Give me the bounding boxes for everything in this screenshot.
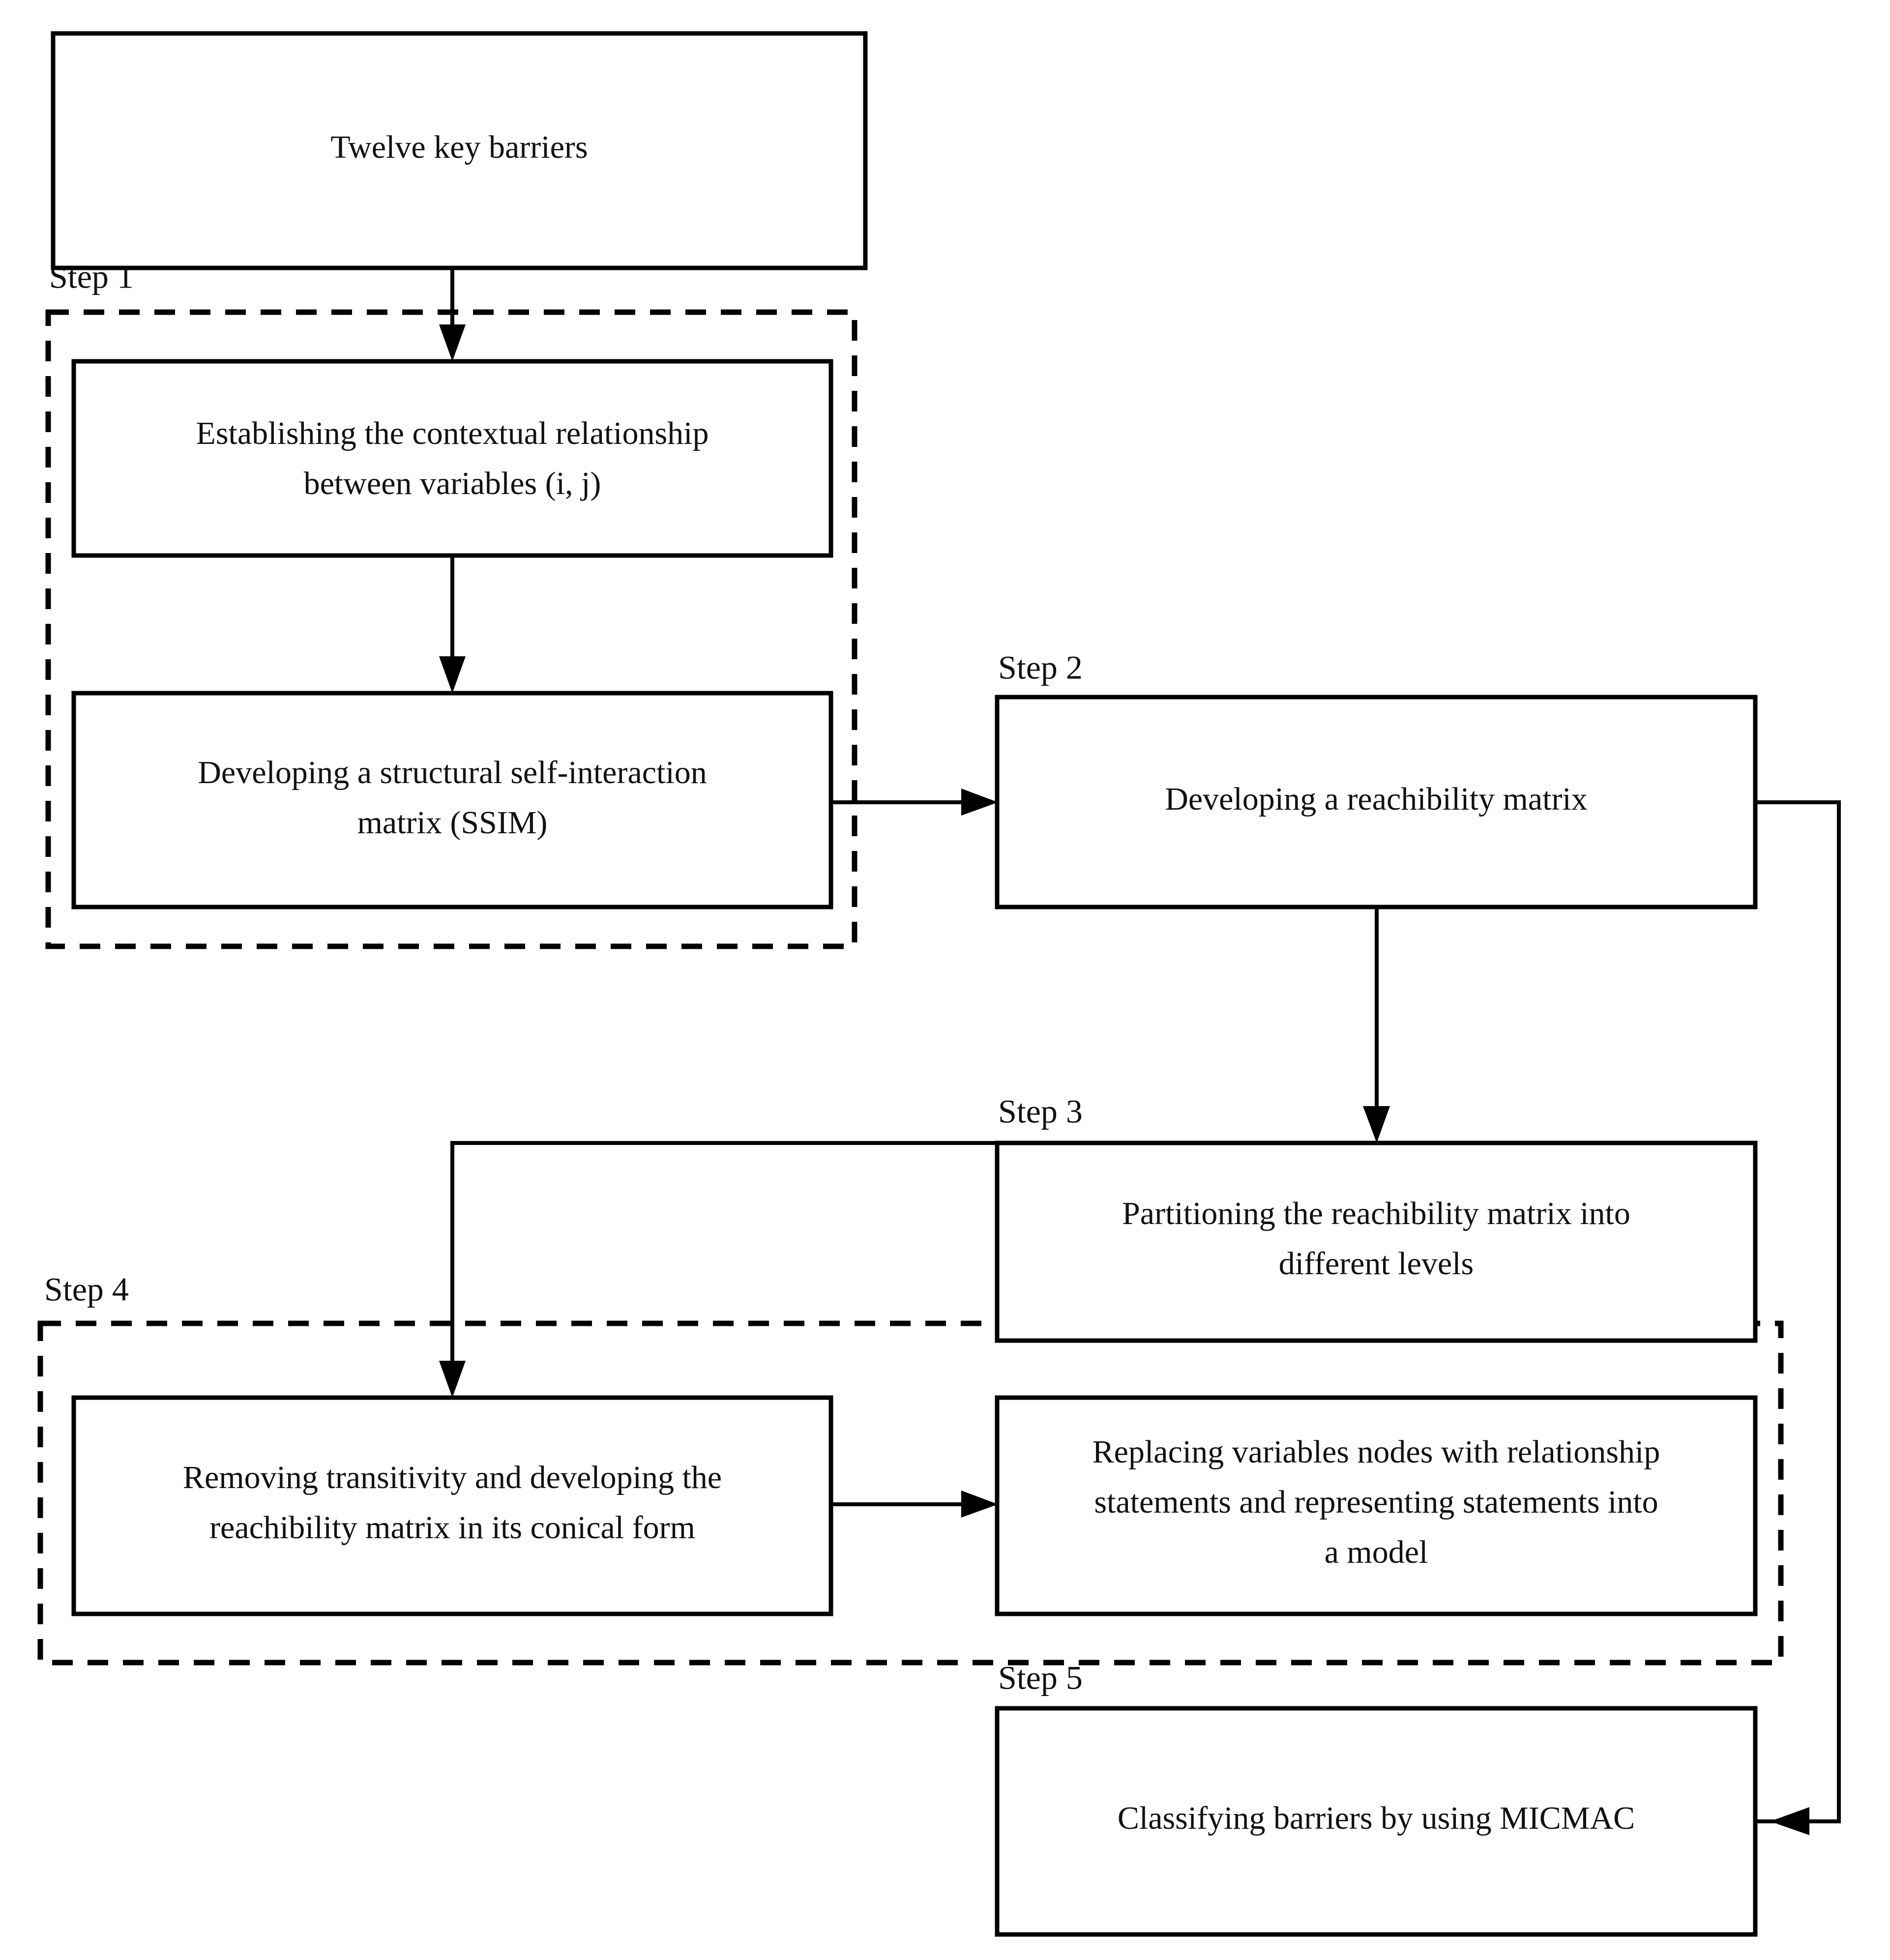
node-micmac-box[interactable] bbox=[995, 1706, 1758, 1937]
node-model-line3: a model bbox=[1325, 1534, 1428, 1570]
step3-label: Step 3 bbox=[998, 1093, 1083, 1130]
step2-label: Step 2 bbox=[998, 649, 1083, 686]
node-contextual-relationship[interactable]: Establishing the contextual relationship… bbox=[71, 359, 833, 558]
node-ssim-line2: matrix (SSIM) bbox=[357, 805, 548, 841]
node-contextual-relationship-box[interactable] bbox=[71, 359, 833, 558]
node-reachability-matrix-label: Developing a reachibility matrix bbox=[1165, 781, 1588, 817]
arrowhead-conical-to-model bbox=[961, 1491, 998, 1518]
node-conical-form-line2: reachibility matrix in its conical form bbox=[209, 1510, 695, 1546]
arrowhead-reachability-to-micmac bbox=[1770, 1807, 1809, 1835]
arrowhead-input-to-contextual bbox=[439, 324, 466, 361]
arrowhead-ssim-to-reachability bbox=[961, 789, 998, 816]
node-reachability-matrix-box[interactable] bbox=[995, 695, 1758, 909]
node-model-line2: statements and representing statements i… bbox=[1094, 1484, 1658, 1520]
node-twelve-key-barriers-box[interactable] bbox=[51, 31, 868, 270]
node-partitioning-line1: Partitioning the reachibility matrix int… bbox=[1122, 1196, 1630, 1231]
node-model[interactable]: Replacing variables nodes with relations… bbox=[995, 1395, 1758, 1616]
arrowhead-contextual-to-ssim bbox=[439, 656, 466, 693]
node-micmac-label: Classifying barriers by using MICMAC bbox=[1118, 1800, 1635, 1836]
connector-partitioning-to-conical bbox=[450, 1141, 997, 1364]
node-conical-form[interactable]: Removing transitivity and developing the… bbox=[71, 1395, 833, 1616]
node-micmac[interactable]: Classifying barriers by using MICMAC bbox=[995, 1706, 1758, 1937]
step4-group-container bbox=[37, 1320, 1784, 1666]
node-partitioning-line2: different levels bbox=[1279, 1246, 1474, 1282]
node-ssim-box[interactable] bbox=[71, 691, 833, 909]
node-ssim[interactable]: Developing a structural self-interaction… bbox=[71, 691, 833, 909]
arrowhead-reachability-to-partitioning bbox=[1363, 1106, 1390, 1143]
step4-label: Step 4 bbox=[44, 1271, 129, 1308]
node-twelve-key-barriers[interactable]: Twelve key barriers bbox=[51, 31, 868, 270]
node-conical-form-box[interactable] bbox=[71, 1395, 833, 1616]
node-twelve-key-barriers-label: Twelve key barriers bbox=[330, 129, 588, 165]
node-model-box[interactable] bbox=[995, 1395, 1758, 1616]
node-ssim-line1: Developing a structural self-interaction bbox=[198, 755, 707, 790]
node-partitioning[interactable]: Partitioning the reachibility matrix int… bbox=[995, 1141, 1758, 1343]
node-partitioning-box[interactable] bbox=[995, 1141, 1758, 1343]
node-conical-form-line1: Removing transitivity and developing the bbox=[183, 1460, 722, 1495]
node-model-line1: Replacing variables nodes with relations… bbox=[1093, 1434, 1660, 1470]
node-contextual-relationship-line1: Establishing the contextual relationship bbox=[196, 415, 709, 451]
arrowhead-partitioning-to-conical bbox=[439, 1361, 466, 1398]
node-contextual-relationship-line2: between variables (i, j) bbox=[304, 466, 601, 501]
step5-label: Step 5 bbox=[998, 1659, 1083, 1697]
node-reachability-matrix[interactable]: Developing a reachibility matrix bbox=[995, 695, 1758, 909]
